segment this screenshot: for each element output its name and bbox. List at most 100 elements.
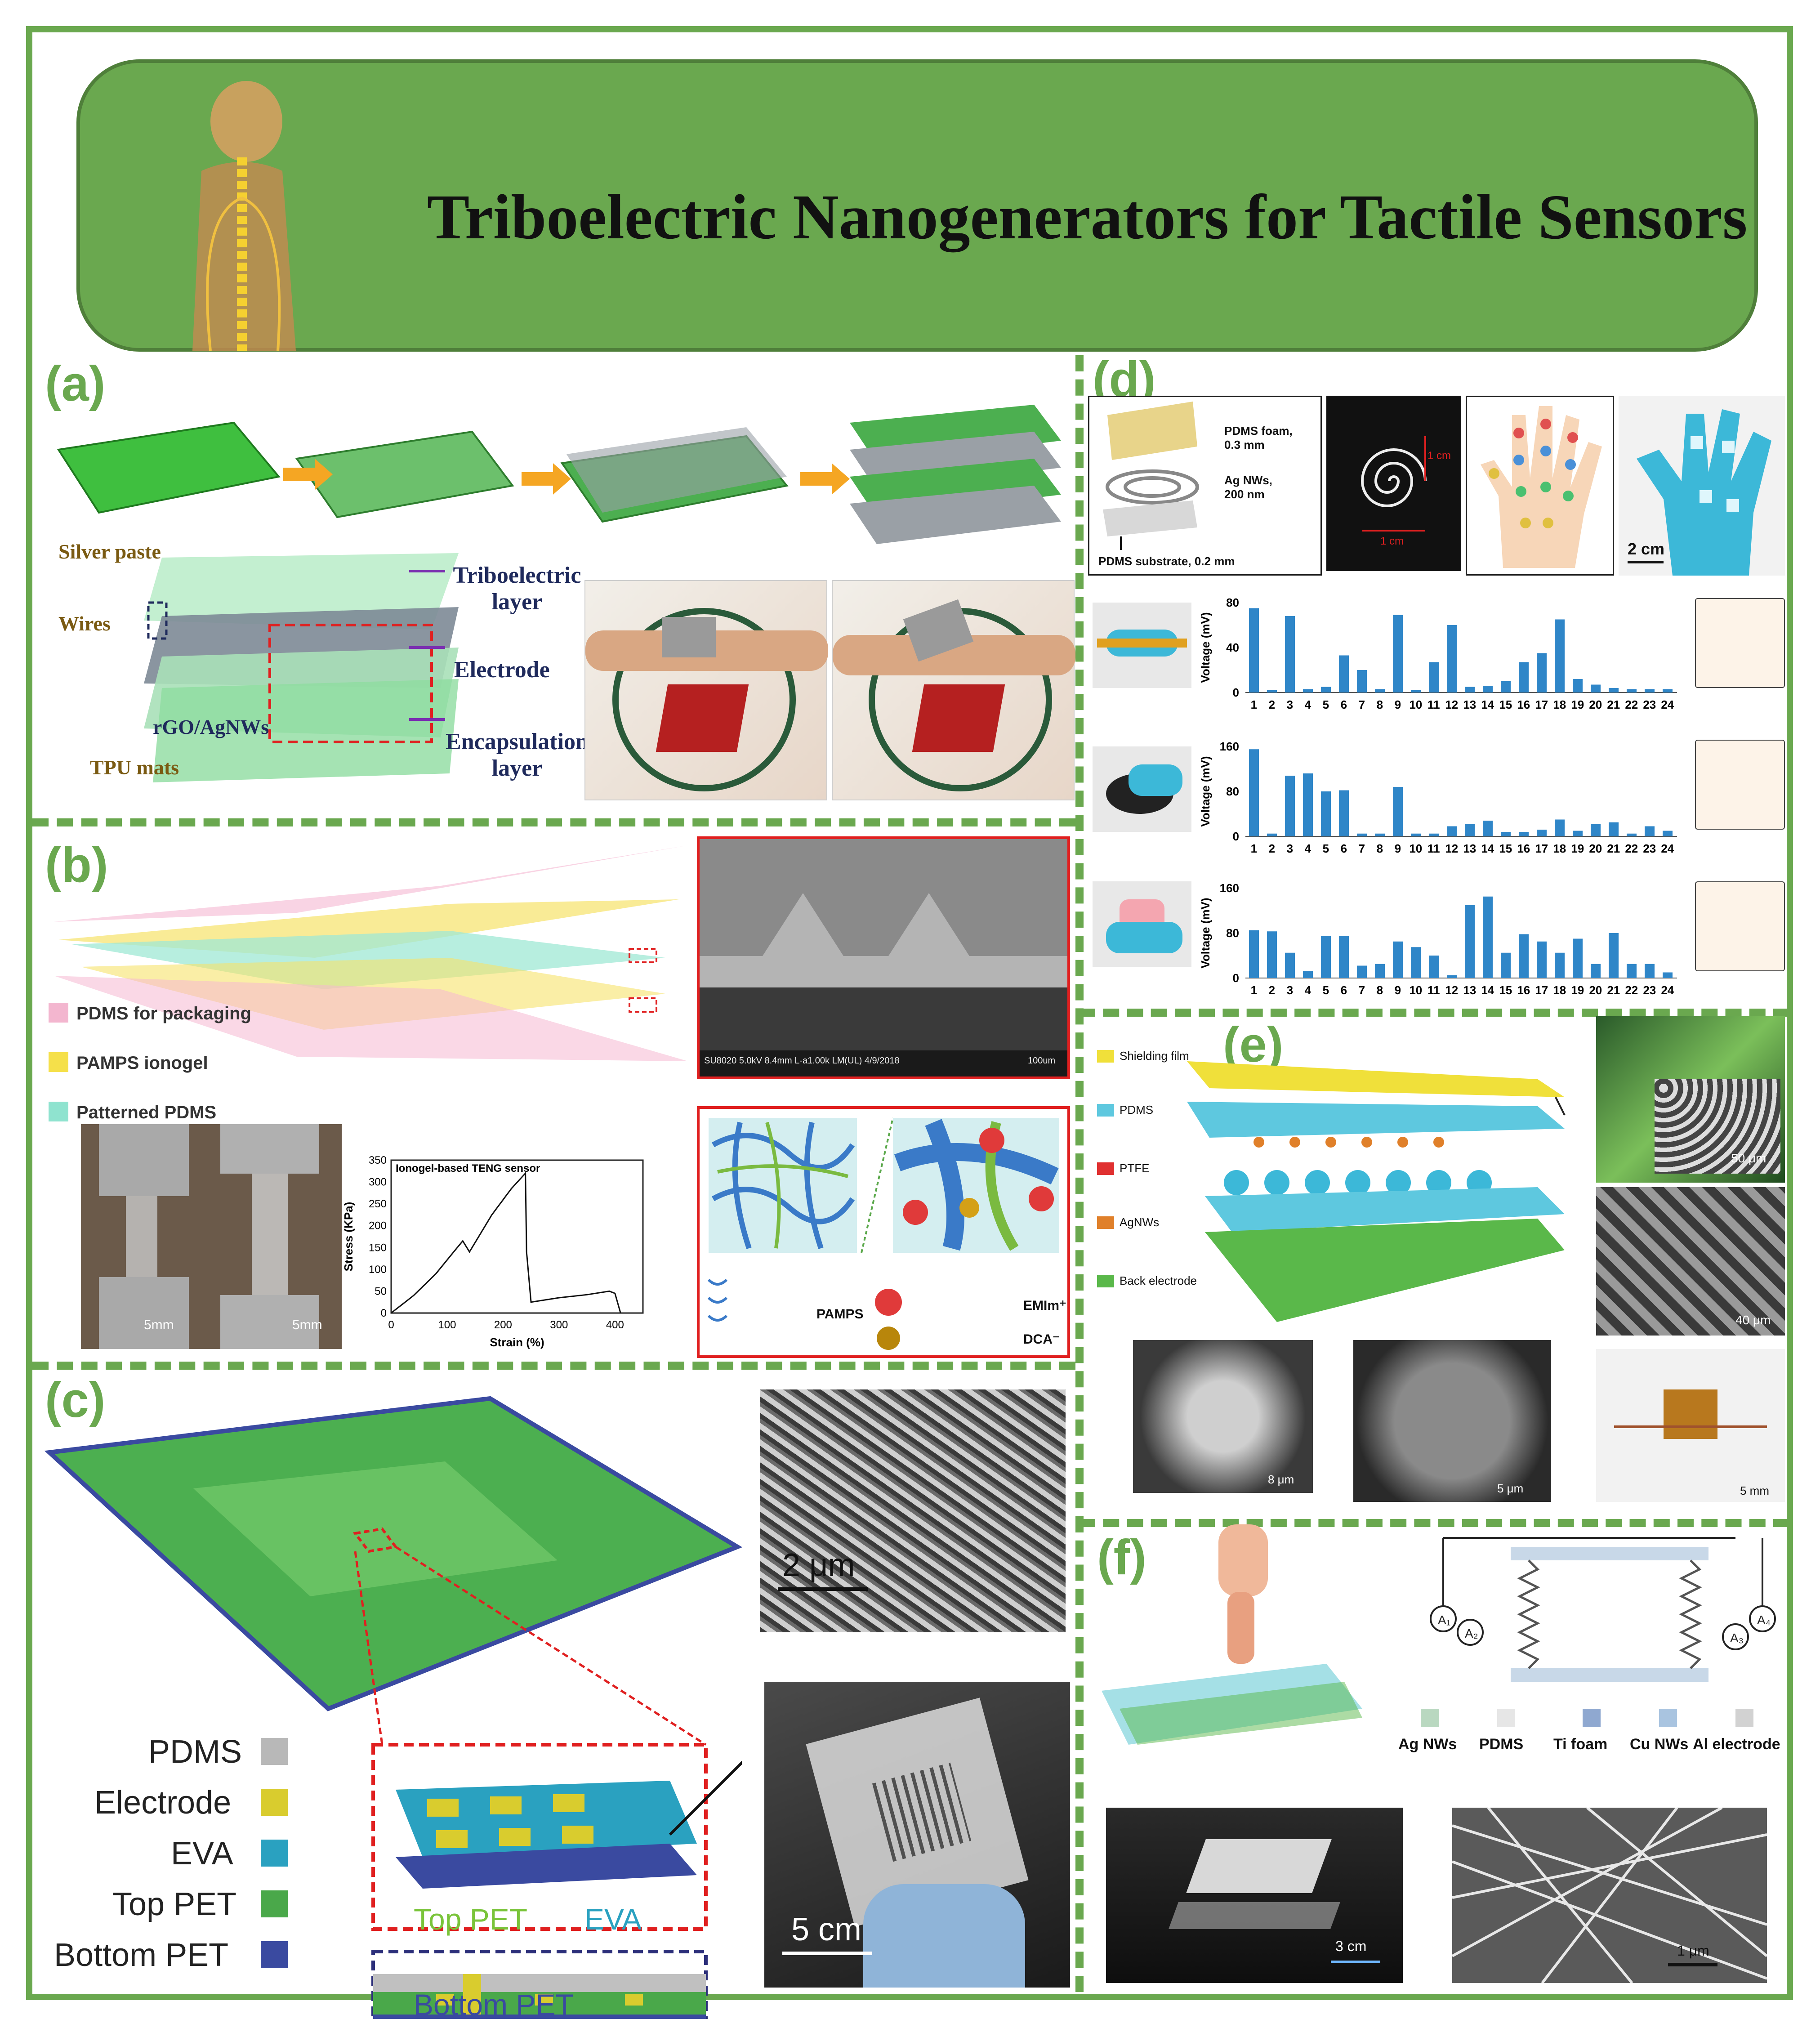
bar-category-label: 21	[1607, 983, 1620, 997]
bar-category-label: 1	[1251, 842, 1257, 855]
e-scale-2: 40 μm	[1735, 1313, 1771, 1327]
stress-xtick: 100	[438, 1319, 456, 1331]
voltage-bar	[1249, 749, 1259, 836]
voltage-bar	[1465, 905, 1475, 978]
label-encapsulation-layer: Encapsulation layer	[446, 729, 589, 781]
legend-e-swatch-1	[1097, 1050, 1114, 1063]
f-scale-2: 1 μm	[1677, 1943, 1709, 1959]
stress-ytick: 100	[369, 1264, 387, 1276]
voltage-bar	[1447, 625, 1457, 692]
voltage-bar	[1411, 947, 1421, 978]
divider-ef	[1079, 1519, 1789, 1527]
bar-category-label: 5	[1323, 983, 1329, 997]
bar-category-label: 6	[1341, 698, 1347, 711]
voltage-bar	[1339, 936, 1349, 978]
voltage-bar	[1321, 936, 1331, 978]
bar-category-label: 20	[1589, 983, 1602, 997]
bar-category-label: 23	[1643, 842, 1656, 855]
f-material-5: Al electrode	[1693, 1736, 1780, 1753]
voltage-bar	[1555, 619, 1565, 692]
legend-b-item-1: PDMS for packaging	[76, 1004, 251, 1023]
photo-stretch-test: 5mm 5mm	[81, 1124, 342, 1349]
voltage-bar	[1555, 952, 1565, 978]
label-wires: Wires	[58, 612, 111, 635]
bar-category-label: 9	[1395, 842, 1401, 855]
e-scale-5: 5 mm	[1740, 1484, 1769, 1497]
legend-c-item-1: PDMS	[148, 1734, 242, 1770]
bar-category-label: 6	[1341, 842, 1347, 855]
ionogel-layer-diagram	[54, 845, 688, 1061]
voltage-bar	[1249, 608, 1259, 692]
layered-sensor-diagram	[144, 553, 459, 782]
bar-category-label: 12	[1445, 842, 1458, 855]
voltage-bar	[1339, 790, 1349, 836]
legend-b-swatch-3	[49, 1102, 68, 1121]
chem-label-emim: EMIm⁺	[1023, 1298, 1066, 1313]
legend-b-item-2: PAMPS ionogel	[76, 1053, 208, 1073]
bar-category-label: 14	[1481, 983, 1494, 997]
voltage-bar	[1429, 833, 1439, 836]
bar-category-label: 20	[1589, 842, 1602, 855]
stress-chart-title: Ionogel-based TENG sensor	[396, 1162, 540, 1175]
voltage-bar	[1609, 822, 1619, 836]
voltage-bar	[1501, 952, 1511, 978]
photo-finger-sensor-1	[584, 580, 828, 800]
stress-xlabel: Strain (%)	[490, 1336, 544, 1349]
f-material-swatch-1	[1421, 1709, 1439, 1727]
d-label-agnws: Ag NWs, 200 nm	[1224, 473, 1272, 501]
label-electrode: Electrode	[454, 657, 550, 683]
bar-category-label: 2	[1269, 842, 1275, 855]
bar-category-label: 15	[1499, 698, 1512, 711]
f-material-swatch-5	[1735, 1709, 1753, 1727]
bar-category-label: 21	[1607, 842, 1620, 855]
bar-category-label: 17	[1535, 842, 1548, 855]
legend-b-item-3: Patterned PDMS	[76, 1103, 217, 1122]
sem-image-b: SU8020 5.0kV 8.4mm L-a1.00k LM(UL) 4/9/2…	[697, 836, 1070, 1079]
title-banner: Triboelectric Nanogenerators for Tactile…	[76, 59, 1758, 352]
photo-grip-3	[1093, 881, 1191, 967]
voltage-bar	[1393, 787, 1403, 836]
bar-category-label: 5	[1323, 698, 1329, 711]
fabric-process-diagram	[57, 405, 1061, 544]
f-material-4: Cu NWs	[1630, 1736, 1689, 1753]
bar-category-label: 22	[1625, 698, 1638, 711]
bar-category-label: 7	[1359, 698, 1365, 711]
voltage-bar	[1537, 941, 1547, 978]
voltage-bar	[1429, 956, 1439, 978]
f-material-1: Ag NWs	[1398, 1736, 1457, 1753]
legend-e-item-1: Shielding film	[1120, 1049, 1189, 1063]
legend-e-swatch-3	[1097, 1162, 1114, 1175]
bar-ytick: 0	[1233, 971, 1239, 985]
spiral-layer-diagram: PDMS foam, 0.3 mm Ag NWs, 200 nm PDMS su…	[1088, 396, 1322, 576]
bar-category-label: 15	[1499, 983, 1512, 997]
hand-sensor-map	[1466, 396, 1614, 576]
bar-category-label: 3	[1287, 698, 1293, 711]
bar-category-label: 10	[1409, 842, 1422, 855]
legend-e-item-3: PTFE	[1120, 1161, 1150, 1175]
bar-category-label: 19	[1571, 698, 1584, 711]
stress-ytick: 0	[381, 1307, 387, 1319]
voltage-bar	[1645, 964, 1655, 978]
bar-ytick: 80	[1226, 926, 1239, 940]
bar-ytick: 0	[1233, 830, 1239, 843]
voltage-bar	[1663, 689, 1673, 692]
photo-grip-1	[1093, 603, 1191, 688]
photo-sensor-device: 3 cm	[1106, 1808, 1403, 1983]
hand-icon-2	[1695, 740, 1785, 830]
voltage-bar	[1285, 952, 1295, 978]
legend-c-swatch-2	[261, 1789, 288, 1816]
sem-nanowire-image: 1 μm	[1452, 1808, 1767, 1983]
voltage-bar	[1267, 833, 1277, 836]
bar-category-label: 17	[1535, 983, 1548, 997]
stress-ytick: 350	[369, 1154, 387, 1166]
label-tpu-mats: TPU mats	[90, 756, 179, 779]
ammeter-label-1: A₁	[1438, 1613, 1450, 1627]
stress-ytick: 50	[375, 1285, 387, 1297]
cross-label-bottom-pet: Bottom PET	[414, 1988, 574, 2021]
bar-category-label: 3	[1287, 842, 1293, 855]
scale-b-left: 5mm	[144, 1318, 174, 1332]
bar-ytick: 80	[1226, 785, 1239, 798]
bar-ylabel: Voltage (mV)	[1199, 612, 1212, 683]
